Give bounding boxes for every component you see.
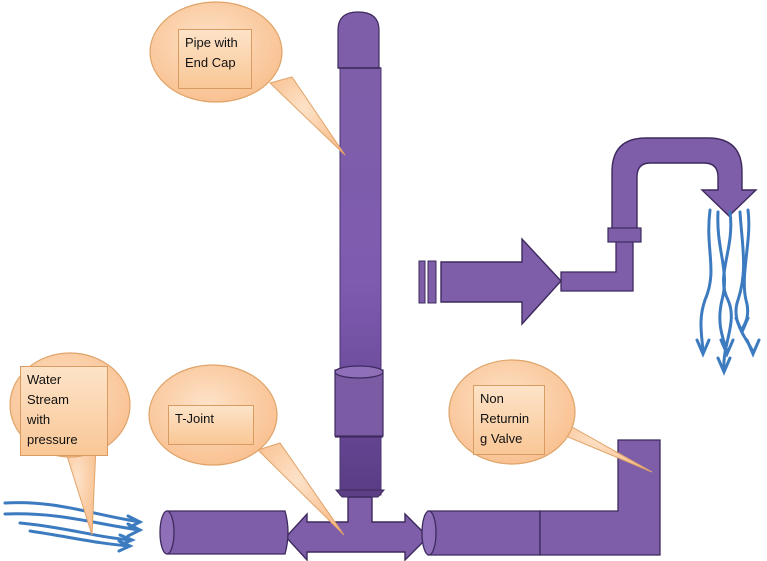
gooseneck-pipe [560, 137, 758, 292]
callout-t-joint [148, 364, 345, 536]
end-cap [337, 11, 380, 69]
pipe-coupling [334, 365, 384, 438]
flow-direction-arrow [440, 237, 562, 326]
label-pipe-end-cap: Pipe with End Cap [178, 29, 252, 89]
non-returning-valve [539, 439, 661, 556]
water-stream-outlet [695, 208, 761, 376]
water-stream-inlet [3, 501, 144, 553]
inlet-pipe [159, 510, 289, 555]
t-joint [285, 496, 429, 561]
pipe-bottom-flare [334, 489, 386, 498]
label-t-joint: T-Joint [168, 405, 254, 445]
label-water-stream: Water Stream with pressure [20, 366, 108, 456]
outlet-pipe [421, 510, 541, 556]
flow-inlet-bars [418, 260, 437, 304]
label-non-returning-valve: Non Returnin g Valve [473, 385, 545, 455]
